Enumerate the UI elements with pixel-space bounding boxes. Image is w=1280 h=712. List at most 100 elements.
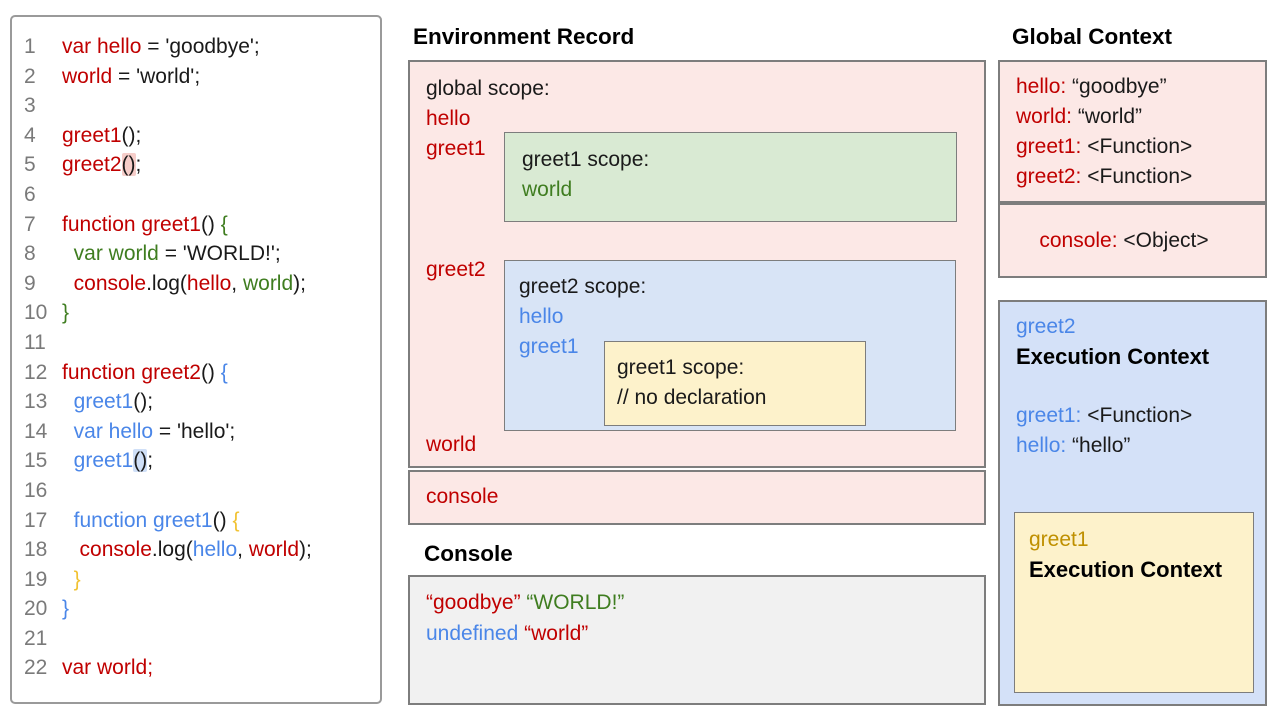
code-text: }	[62, 565, 81, 595]
inner-greet1-scope-box: greet1 scope: // no declaration	[604, 341, 866, 426]
line-number: 4	[24, 123, 36, 147]
text-token: = 'WORLD!';	[158, 242, 281, 266]
entry-key: hello:	[1016, 434, 1067, 457]
kv-entry: greet1: <Function>	[1016, 132, 1265, 162]
greet1-ec-name: greet1	[1029, 528, 1089, 551]
global-var-greet1: greet1	[426, 137, 486, 160]
line-number: 11	[24, 330, 46, 354]
text-token	[62, 420, 74, 443]
code-text: greet1();	[62, 446, 153, 476]
text-token	[62, 538, 80, 561]
text-token: greet2	[62, 153, 122, 177]
entry-value: “hello”	[1066, 434, 1131, 457]
code-text: function greet2() {	[62, 358, 228, 388]
greet1-execution-context-box: greet1 Execution Context	[1014, 512, 1254, 693]
text-token: ()	[121, 153, 136, 177]
console-line: undefined “world”	[426, 619, 984, 650]
code-text: greet1();	[62, 387, 153, 417]
text-token: ;	[135, 153, 142, 177]
text-token: var hello	[73, 419, 154, 443]
line-number: 2	[24, 64, 36, 88]
entry-key: world:	[1016, 105, 1073, 128]
text-token: );	[299, 538, 312, 562]
line-number: 12	[24, 360, 48, 384]
text-token: console	[79, 538, 152, 562]
text-token: {	[220, 212, 228, 236]
code-text: }	[62, 594, 69, 624]
global-var-world: world	[426, 433, 477, 456]
greet2-ec-entries: greet1: <Function>hello: “hello”	[1016, 401, 1265, 461]
code-line: 14 var hello = 'hello';	[24, 417, 376, 447]
global-var-hello: hello	[426, 107, 471, 130]
code-line: 21	[24, 624, 376, 654]
entry-value: “goodbye”	[1066, 75, 1167, 98]
code-text: var world = 'WORLD!';	[62, 239, 281, 269]
text-token: var world	[73, 242, 159, 266]
text-token: = 'hello';	[153, 419, 236, 443]
text-token: .log(	[151, 538, 193, 562]
text-token: );	[293, 271, 306, 295]
text-token: {	[220, 360, 228, 384]
greet2-ec-name: greet2	[1016, 315, 1076, 338]
text-token: ();	[133, 390, 154, 414]
global-var-greet2: greet2	[426, 258, 486, 281]
greet2-scope-box: greet2 scope: hello greet1 greet1 scope:…	[504, 260, 956, 431]
inner-greet1-scope-title: greet1 scope:	[617, 356, 745, 379]
text-token	[62, 509, 74, 532]
environment-record-box: global scope: hello greet1 greet1 scope:…	[408, 60, 986, 468]
line-number: 13	[24, 390, 48, 414]
text-token: ,	[231, 271, 243, 295]
text-token: undefined	[426, 621, 519, 645]
entry-key: greet1:	[1016, 404, 1082, 427]
text-token: console	[73, 271, 147, 295]
text-token: }	[62, 597, 70, 621]
kv-entry: greet1: <Function>	[1016, 401, 1265, 431]
greet2-scope-var-greet1: greet1	[519, 335, 579, 358]
entry-key: greet1:	[1016, 135, 1082, 158]
text-token: var world;	[62, 656, 154, 680]
text-token: function greet1	[73, 508, 213, 532]
text-token: var hello	[62, 35, 142, 58]
code-text: var hello = 'goodbye';	[62, 32, 260, 62]
line-number: 7	[24, 212, 36, 236]
code-text: console.log(hello, world);	[62, 269, 306, 299]
code-line: 2 world = 'world';	[24, 62, 376, 92]
code-line: 20}	[24, 594, 376, 624]
text-token: hello	[192, 538, 238, 562]
code-line: 8 var world = 'WORLD!';	[24, 239, 376, 269]
entry-value: “world”	[1072, 105, 1143, 128]
greet1-scope-var-world: world	[522, 178, 573, 201]
code-text: world = 'world';	[62, 62, 200, 92]
global-context-console-entry: console: <Object>	[1016, 196, 1208, 286]
entry-value: <Function>	[1081, 135, 1193, 158]
entry-value: <Function>	[1081, 165, 1193, 188]
entry-key: console:	[1039, 228, 1118, 252]
entry-key: greet2:	[1016, 165, 1082, 188]
code-line: 12 function greet2() {	[24, 358, 376, 388]
code-line: 3	[24, 91, 376, 121]
text-token: “world”	[524, 621, 589, 645]
code-text: greet2();	[62, 150, 141, 180]
inner-greet1-scope-comment: // no declaration	[617, 386, 767, 409]
line-number: 10	[24, 301, 48, 325]
line-number: 16	[24, 478, 48, 502]
text-token: ();	[121, 123, 142, 147]
code-line: 16	[24, 476, 376, 506]
text-token: world	[248, 538, 299, 562]
text-token: greet1	[73, 390, 134, 414]
console-line: “goodbye” “WORLD!”	[426, 588, 984, 619]
console-lines: “goodbye” “WORLD!”undefined “world”	[426, 588, 984, 649]
text-token: “goodbye”	[426, 591, 521, 614]
text-token: world	[62, 64, 113, 88]
console-output-box: “goodbye” “WORLD!”undefined “world”	[408, 575, 986, 705]
kv-entry: hello: “hello”	[1016, 431, 1265, 461]
global-context-console-box: console: <Object>	[998, 203, 1267, 278]
code-text: greet1();	[62, 121, 141, 151]
code-text: var world;	[62, 653, 153, 683]
console-binding-box: console	[408, 470, 986, 525]
text-token	[62, 272, 74, 295]
